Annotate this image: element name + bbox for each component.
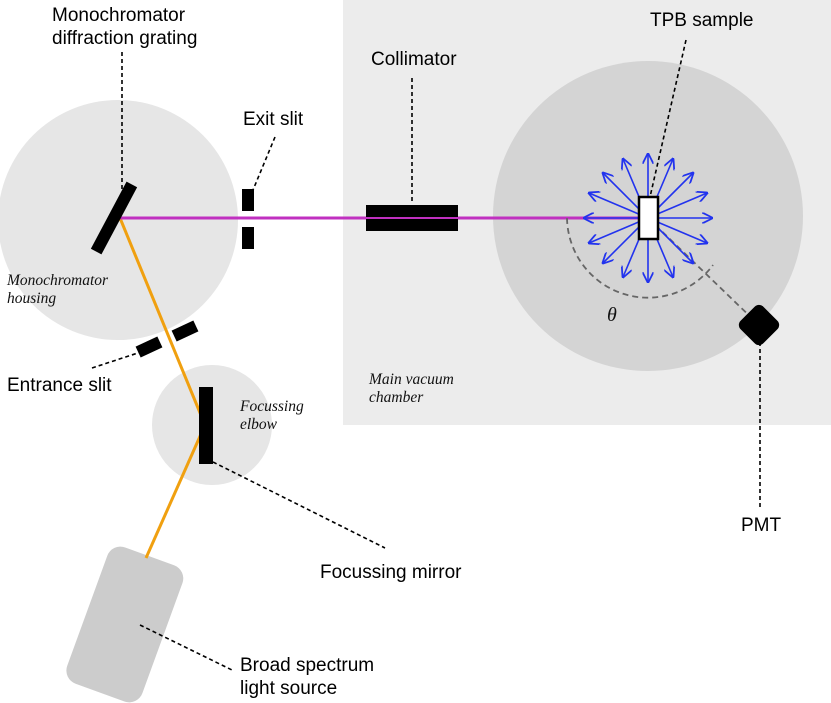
label-tpb-sample: TPB sample <box>650 10 753 31</box>
label-exit-slit: Exit slit <box>243 109 304 130</box>
leader-tpb-sample <box>649 39 687 198</box>
label-grating: Monochromator diffraction grating <box>52 5 197 49</box>
visible-beam-mirror-to-grating <box>118 217 207 426</box>
theta-angle-arc <box>566 217 714 299</box>
label-collimator: Collimator <box>371 49 457 70</box>
label-pmt: PMT <box>741 515 782 536</box>
label-main-vacuum-chamber: Main vacuum chamber <box>368 371 458 406</box>
diffraction-grating <box>90 181 138 255</box>
leader-light-source <box>139 624 233 671</box>
entrance-slit-right <box>171 320 199 342</box>
label-focussing-elbow: Focussing elbow <box>239 398 308 433</box>
label-monochromator-housing: Monochromator housing <box>6 272 112 307</box>
broad-spectrum-light-source <box>66 546 184 703</box>
visible-beam-source-to-mirror <box>144 424 207 559</box>
tpb-sample <box>637 195 660 241</box>
exit-slit-lower <box>242 227 254 249</box>
pmt-detector <box>738 304 780 346</box>
theta-symbol: θ <box>607 304 617 326</box>
entrance-slit-left <box>135 336 163 358</box>
label-focussing-mirror: Focussing mirror <box>320 562 462 583</box>
label-entrance-slit: Entrance slit <box>7 375 112 396</box>
leader-exit-slit <box>252 136 276 191</box>
label-light-source: Broad spectrum light source <box>240 655 379 699</box>
focussing-mirror <box>199 387 213 464</box>
exit-slit-upper <box>242 189 254 211</box>
leader-entrance-slit <box>91 349 148 369</box>
leader-focussing-mirror <box>212 461 386 549</box>
